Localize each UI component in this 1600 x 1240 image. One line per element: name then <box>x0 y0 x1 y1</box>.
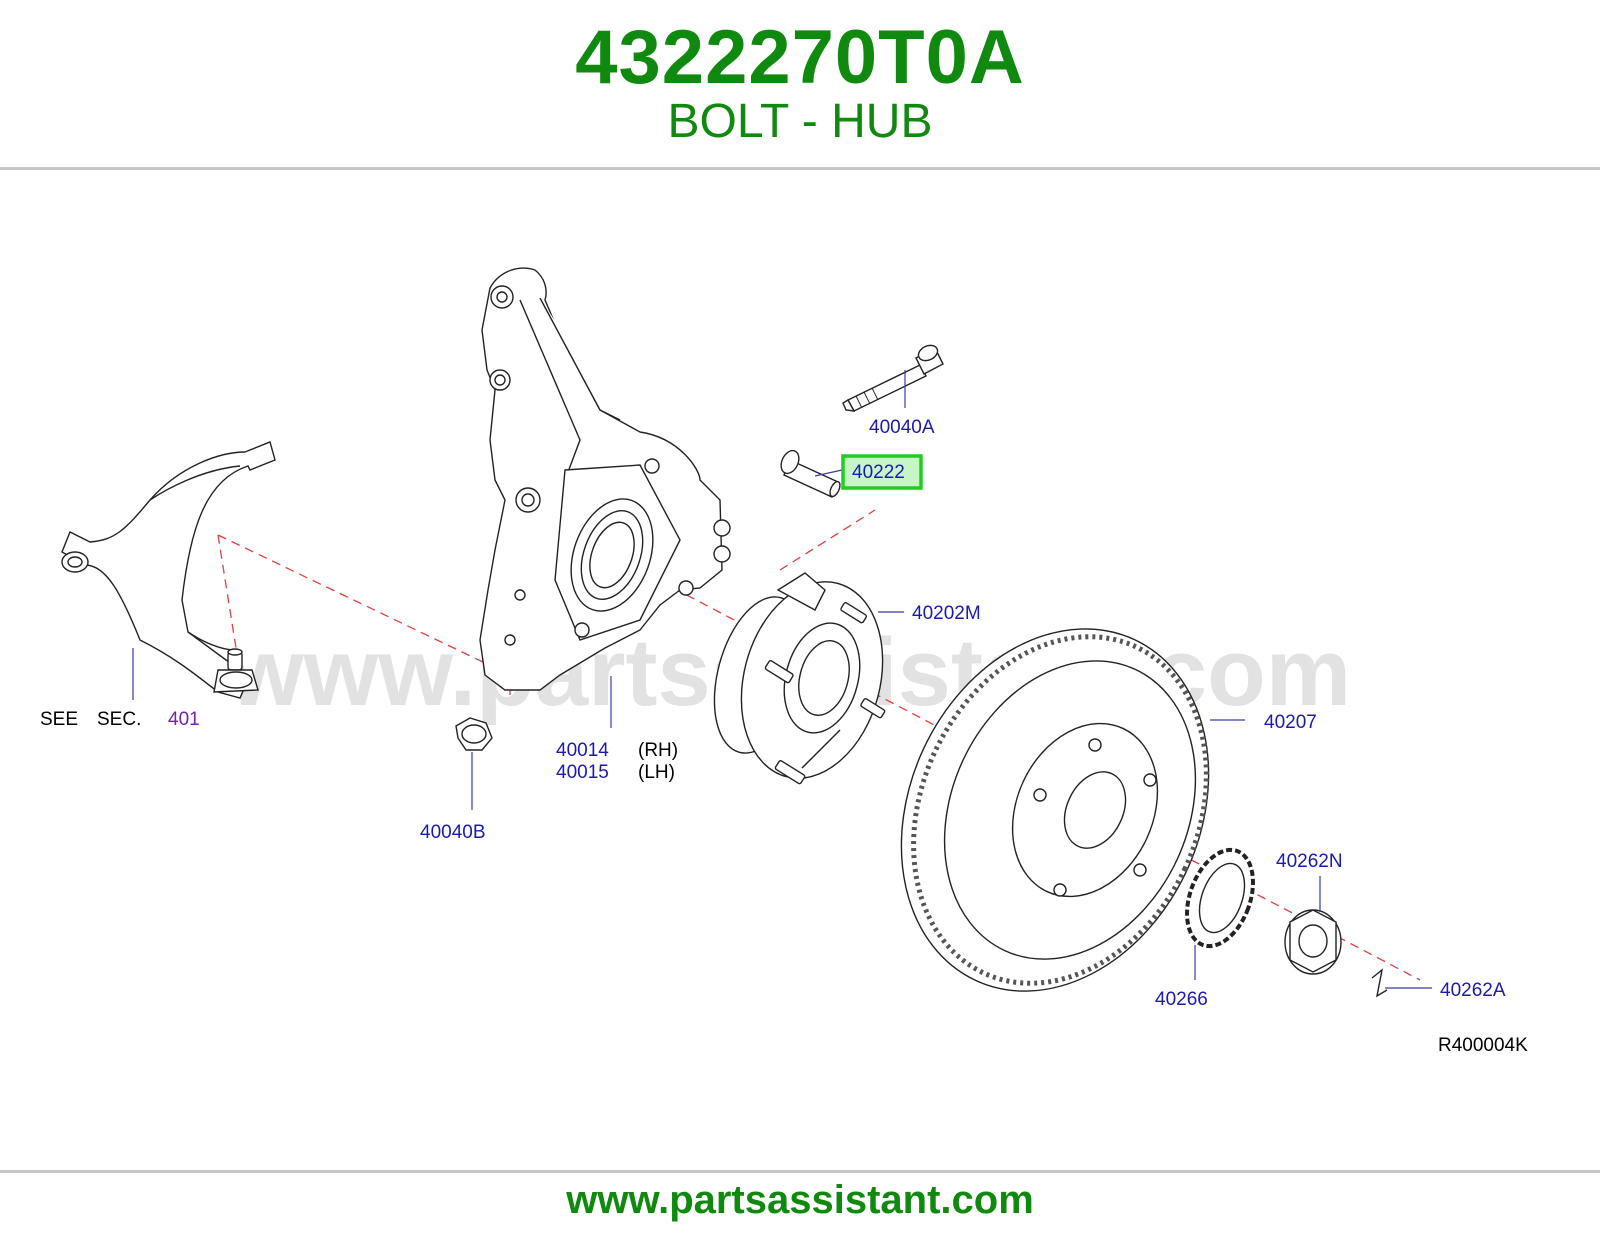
nut-40040B <box>455 717 493 751</box>
side-rh-label: (RH) <box>638 740 678 761</box>
cotter-pin <box>1371 968 1388 998</box>
callout-40040A[interactable]: 40040A <box>869 417 935 438</box>
see-label: SEE <box>40 709 78 730</box>
knuckle-bolt-40040A <box>842 344 944 412</box>
hub-nut-40262N <box>1284 909 1342 975</box>
footer-site-link[interactable]: www.partsassistant.com <box>566 1178 1034 1222</box>
header-divider <box>0 167 1600 170</box>
side-lh-label: (LH) <box>638 762 675 783</box>
callout-40222[interactable]: 40222 <box>852 462 905 483</box>
hub-bolt-40222 <box>780 449 841 498</box>
sec-label: SEC. <box>97 709 141 730</box>
lower-control-arm <box>61 441 276 699</box>
footer-divider <box>0 1170 1600 1173</box>
callout-40202M[interactable]: 40202M <box>912 603 981 624</box>
tone-ring <box>1185 847 1255 949</box>
callout-40207[interactable]: 40207 <box>1264 712 1317 733</box>
parts-diagram: www.partsassistant.com <box>0 170 1600 1168</box>
page-header: 4322270T0A BOLT - HUB <box>0 0 1600 168</box>
section-ref-link[interactable]: 401 <box>168 709 200 730</box>
callout-40040B[interactable]: 40040B <box>420 822 486 843</box>
wheel-hub-assembly <box>713 572 886 785</box>
part-name-subtitle: BOLT - HUB <box>667 95 933 148</box>
callout-40014[interactable]: 40014 <box>556 740 609 761</box>
callout-40266[interactable]: 40266 <box>1155 989 1208 1010</box>
diagram-ref-code: R400004K <box>1438 1035 1528 1056</box>
callout-40262A[interactable]: 40262A <box>1440 980 1506 1001</box>
callout-40015[interactable]: 40015 <box>556 762 609 783</box>
steering-knuckle <box>479 267 731 691</box>
brake-rotor <box>900 628 1210 992</box>
highlighted-part-box[interactable] <box>841 454 923 490</box>
callout-leader-lines <box>132 370 1432 989</box>
part-number-title: 4322270T0A <box>575 15 1025 100</box>
callout-40262N[interactable]: 40262N <box>1276 851 1343 872</box>
